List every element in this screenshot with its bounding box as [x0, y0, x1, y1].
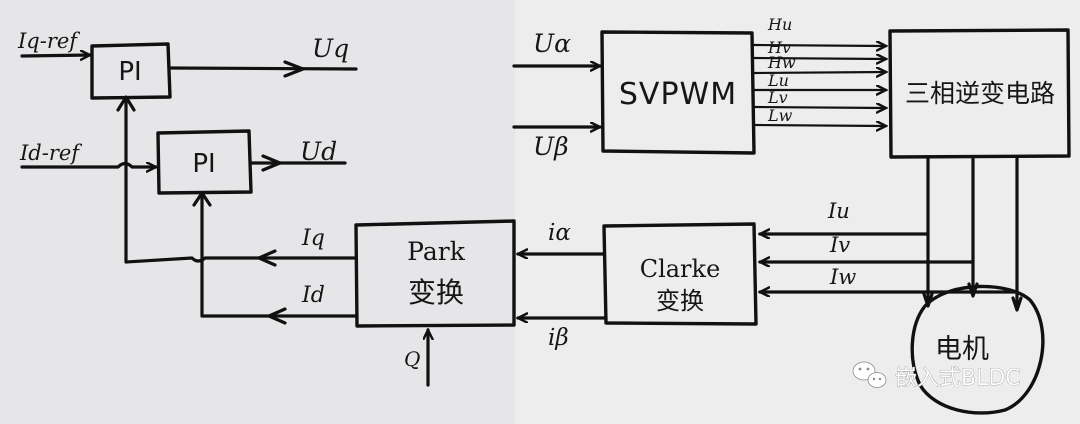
paper-left [0, 0, 515, 424]
pwm-label-lu: Lu [767, 71, 789, 90]
ibeta-label: iβ [548, 325, 569, 351]
iq-ref-arrow [20, 55, 90, 56]
ialpha-label: iα [548, 220, 571, 246]
pwm-lines [752, 45, 886, 126]
motor-label: 电机 [935, 334, 989, 365]
motor-block [910, 284, 1045, 415]
pwm-label-lw: Lw [767, 106, 793, 125]
park-label-2: 变换 [408, 276, 464, 309]
id-ref-label: Id-ref [19, 141, 82, 165]
id-left-arrowhead [267, 307, 287, 325]
pi-d-block [156, 129, 253, 195]
park-block [354, 219, 516, 328]
pi-q-block [90, 42, 172, 100]
uq-label: Uq [312, 34, 349, 63]
watermark: 嵌入式BLDC [852, 361, 1021, 391]
clarke-label-1: Clarke [640, 255, 721, 283]
watermark-text: 嵌入式BLDC [895, 366, 1021, 391]
pwm-label-hw: Hw [767, 53, 796, 72]
iq-feedback-arrowhead [116, 95, 136, 112]
pwm-label-hu: Hu [767, 15, 792, 34]
inverter-block [888, 28, 1071, 159]
id-label: Id [301, 283, 325, 308]
svpwm-block [600, 30, 756, 155]
park-label-1: Park [407, 237, 466, 266]
ud-label: Ud [300, 137, 337, 166]
clarke-block [602, 222, 758, 326]
ud-arrowhead [261, 154, 282, 172]
clarke-label-2: 变换 [656, 287, 704, 315]
ualpha-label: Uα [533, 29, 571, 58]
iv-label: Iv [829, 233, 850, 257]
id-feedback-wire [200, 195, 358, 318]
pwm-label-hv: Hv [767, 38, 791, 57]
iw-label: Iw [829, 265, 856, 289]
id-feedback-arrowhead [192, 191, 212, 207]
ubeta-label: Uβ [533, 132, 569, 161]
wechat-icon [852, 361, 887, 388]
paper-right [515, 0, 1080, 424]
svpwm-label: SVPWM [619, 77, 737, 112]
iq-label: Iq [301, 226, 325, 251]
iq-feedback-wire [124, 100, 358, 264]
theta-label: Q [404, 347, 420, 371]
iq-ref-label: Iq-ref [17, 29, 80, 53]
pwm-labels: Hu Hv Hw Lu Lv Lw [767, 15, 796, 125]
phase-wires [922, 155, 1023, 312]
pi-q-label: PI [118, 57, 141, 87]
pwm-label-lv: Lv [767, 88, 788, 107]
inverter-label: 三相逆变电路 [905, 79, 1055, 108]
uq-wire [168, 66, 358, 71]
iu-label: Iu [827, 199, 850, 223]
pi-d-label: PI [192, 149, 215, 179]
iq-left-arrowhead [257, 249, 277, 267]
uq-arrowhead [283, 60, 305, 78]
